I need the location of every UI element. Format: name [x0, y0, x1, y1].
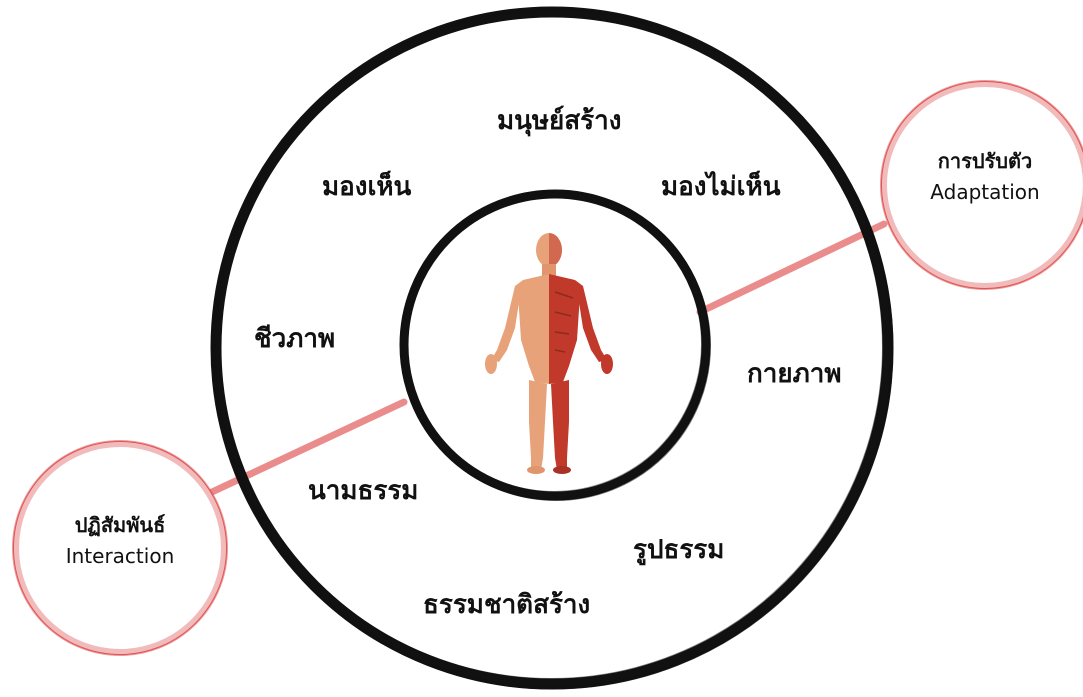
adaptation-badge: การปรับตัว Adaptation — [905, 146, 1065, 208]
interaction-english-label: Interaction — [40, 541, 200, 572]
label-invisible: มองไม่เห็น — [661, 174, 780, 200]
label-biological: ชีวภาพ — [254, 326, 335, 352]
label-human-made: มนุษย์สร้าง — [497, 108, 621, 134]
adaptation-thai-label: การปรับตัว — [905, 146, 1065, 177]
adaptation-connector — [700, 224, 884, 312]
label-concrete: รูปธรรม — [633, 537, 724, 563]
label-nature-made: ธรรมชาติสร้าง — [423, 592, 590, 618]
human-figure-icon — [485, 233, 613, 474]
interaction-thai-label: ปฏิสัมพันธ์ — [40, 510, 200, 541]
adaptation-english-label: Adaptation — [905, 177, 1065, 208]
interaction-badge: ปฏิสัมพันธ์ Interaction — [40, 510, 200, 572]
label-physical: กายภาพ — [747, 361, 841, 387]
label-abstract: นามธรรม — [308, 478, 418, 504]
label-visible: มองเห็น — [322, 174, 411, 200]
